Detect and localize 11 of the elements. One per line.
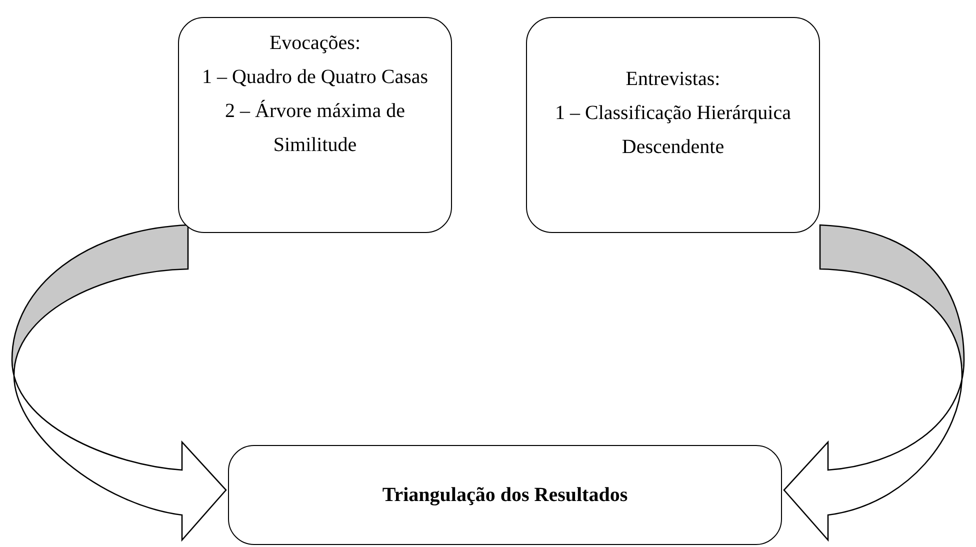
curved-arrow xyxy=(11,224,227,541)
rounded-box xyxy=(526,17,820,233)
rounded-box xyxy=(228,445,782,545)
box-text: Entrevistas: xyxy=(626,67,720,92)
box-text: Triangulação dos Resultados xyxy=(382,483,628,508)
box-text: 1 – Quadro de Quatro Casas xyxy=(202,65,428,90)
box-text: Evocações: xyxy=(269,31,361,56)
box-text: 2 – Árvore máxima de Similitude xyxy=(224,98,406,158)
box-text: 1 – Classificação Hierárquica Descendente xyxy=(554,101,792,160)
rounded-box xyxy=(178,17,452,233)
curved-arrow xyxy=(783,224,965,541)
